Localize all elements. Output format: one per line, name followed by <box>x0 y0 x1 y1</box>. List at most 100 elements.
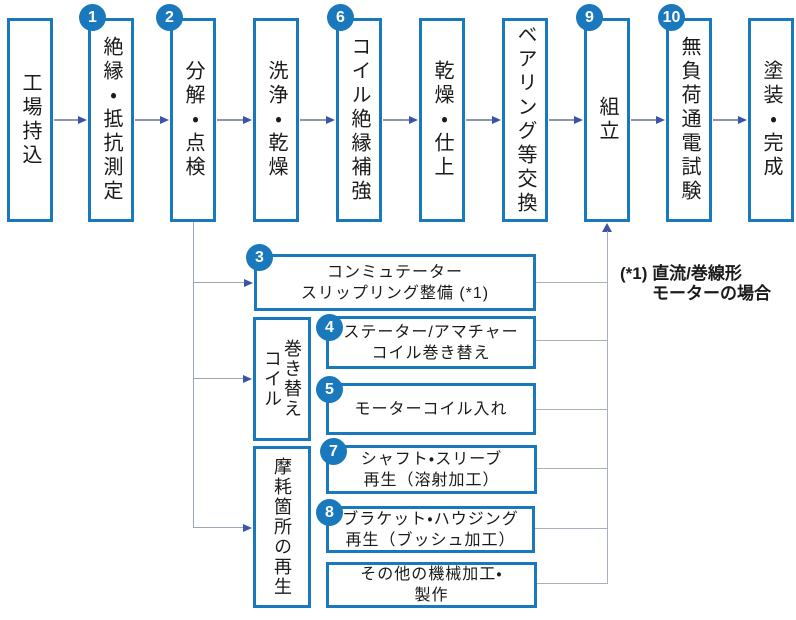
step-number-badge-8: 8 <box>316 499 343 526</box>
substep-label-line: ブラケット・ハウジング <box>342 510 519 528</box>
step-label: 無負荷通電試験 <box>678 36 700 204</box>
step-number-badge-3: 3 <box>246 244 273 271</box>
substep-label-line: 再生（ブッシュ加工） <box>345 531 516 549</box>
collector-line-bracket-housing <box>535 528 607 529</box>
arrow-shaft <box>549 118 574 121</box>
arrow-head-icon <box>738 115 747 124</box>
step-label: 洗浄・乾燥 <box>265 60 287 180</box>
step-number-badge-10: 10 <box>658 4 685 31</box>
substep-label-line: コイル巻き替え <box>371 344 491 362</box>
step-insulation-resistance-test: 絶縁・抵抗測定 <box>88 18 134 222</box>
arrow-head-icon <box>160 115 169 124</box>
step-label: 分解・点検 <box>182 60 204 180</box>
group-label: 摩耗箇所の再生 <box>272 457 292 597</box>
arrow-shaft <box>466 118 492 121</box>
flow-arrow <box>300 115 335 124</box>
step-no-load-energize-test: 無負荷通電試験 <box>666 18 712 222</box>
flow-arrow <box>466 115 501 124</box>
collector-line-commutator <box>536 282 607 283</box>
arrow-head-icon <box>243 374 252 383</box>
arrow-head-icon <box>78 115 87 124</box>
step-label: コイル絶縁補強 <box>348 36 370 204</box>
step-number-badge-5: 5 <box>316 376 343 403</box>
flow-arrow <box>135 115 169 124</box>
substep-label-line: ステーター/アマチャー <box>343 323 519 341</box>
arrow-head-icon <box>244 278 253 287</box>
arrow-shaft <box>217 118 243 121</box>
arrow-shaft <box>713 118 738 121</box>
substep-label-line: その他の機械加工・ <box>360 566 503 583</box>
substep-label-line: シャフト・スリーブ <box>360 450 503 468</box>
footnote-line: モーターの場合 <box>652 284 771 303</box>
step-bearing-replacement: ベアリング等交換 <box>502 18 548 222</box>
group-label-column: コイル <box>262 349 282 409</box>
step-number-badge-1: 1 <box>79 4 106 31</box>
substep-commutator-slipring: コンミュテーター スリップリング整備 (*1) <box>254 254 536 311</box>
step-painting-completion: 塗装・完成 <box>748 18 794 222</box>
collector-line-other-machining <box>537 583 607 584</box>
branch-arrow-to-worn-parts <box>193 523 252 532</box>
arrow-head-icon <box>492 115 501 124</box>
arrow-head-icon <box>326 115 335 124</box>
flow-arrow <box>713 115 747 124</box>
group-worn-parts-regen: 摩耗箇所の再生 <box>253 446 311 608</box>
step-label: 乾燥・仕上 <box>431 60 453 180</box>
step-factory-intake: 工場持込 <box>7 18 53 222</box>
collector-line-shaft-sleeve <box>537 468 607 469</box>
substep-bracket-housing-regen: ブラケット・ハウジング 再生（ブッシュ加工） <box>326 506 535 553</box>
step-label: 塗装・完成 <box>760 60 782 180</box>
substep-other-machining: その他の機械加工・ 製作 <box>326 562 537 608</box>
step-assembly: 組立 <box>584 18 630 222</box>
arrow-shaft <box>135 118 160 121</box>
substep-motor-coil-insert: モーターコイル入れ <box>326 383 536 435</box>
flow-arrow <box>54 115 87 124</box>
substep-label-line: 製作 <box>414 587 449 604</box>
step-drying-finishing: 乾燥・仕上 <box>419 18 465 222</box>
flow-arrow <box>217 115 252 124</box>
substep-label-line: スリップリング整備 (*1) <box>300 284 490 302</box>
collector-trunk-line <box>607 231 608 584</box>
step-disassembly-inspection: 分解・点検 <box>170 18 216 222</box>
step-cleaning-drying: 洗浄・乾燥 <box>253 18 299 222</box>
group-label-column: 巻き替え <box>282 339 302 419</box>
step-number-badge-2: 2 <box>156 4 183 31</box>
arrow-head-icon <box>243 115 252 124</box>
substep-shaft-sleeve-regen: シャフト・スリーブ 再生（溶射加工） <box>326 445 537 494</box>
step-label: 工場持込 <box>19 72 41 168</box>
arrow-head-icon <box>656 115 665 124</box>
branch-arrow-to-coil-rewind <box>193 374 252 383</box>
substep-stator-armature-rewind: ステーター/アマチャー コイル巻き替え <box>326 316 536 369</box>
group-coil-rewind: コイル 巻き替え <box>253 317 311 441</box>
arrow-shaft <box>54 118 78 121</box>
flow-arrow <box>383 115 418 124</box>
flow-arrow <box>549 115 583 124</box>
collector-line-motor-coil <box>536 409 607 410</box>
arrow-up-head-icon <box>602 223 612 232</box>
collector-line-stator-armature <box>536 340 607 341</box>
footnote-line: (*1) 直流/巻線形 <box>620 264 742 283</box>
step-number-badge-4: 4 <box>316 314 343 341</box>
step-label: 絶縁・抵抗測定 <box>100 36 122 204</box>
flow-arrow <box>631 115 665 124</box>
arrow-head-icon <box>243 523 252 532</box>
group-label-columns: コイル 巻き替え <box>262 339 302 419</box>
footnote: (*1) 直流/巻線形 モーターの場合 <box>620 264 771 304</box>
substep-label-line: コンミュテーター <box>326 263 463 281</box>
arrow-shaft <box>193 282 244 283</box>
arrow-shaft <box>383 118 409 121</box>
step-number-badge-9: 9 <box>576 4 603 31</box>
step-number-badge-6: 6 <box>327 4 354 31</box>
arrow-shaft <box>193 378 243 379</box>
step-coil-insulation-reinforcement: コイル絶縁補強 <box>336 18 382 222</box>
arrow-shaft <box>631 118 656 121</box>
step-label: ベアリング等交換 <box>514 24 536 216</box>
branch-arrow-to-commutator <box>193 278 253 287</box>
branch-trunk-line <box>193 222 194 528</box>
substep-label-line: 再生（溶射加工） <box>363 471 500 489</box>
arrow-head-icon <box>409 115 418 124</box>
step-label: 組立 <box>596 96 618 144</box>
substep-label-line: モーターコイル入れ <box>354 400 508 418</box>
arrow-head-icon <box>574 115 583 124</box>
arrow-shaft <box>193 527 243 528</box>
